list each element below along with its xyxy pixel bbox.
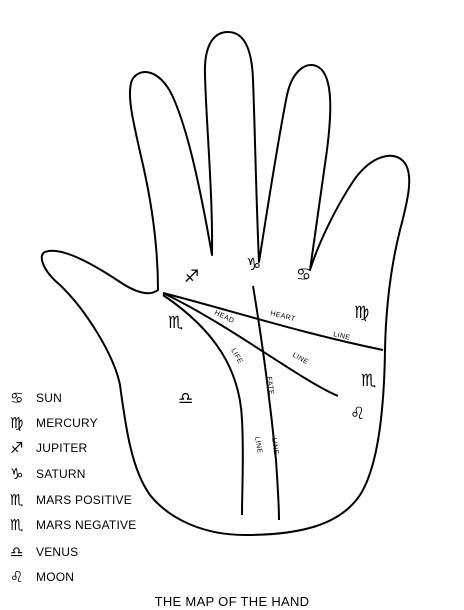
legend-item-mercury: ♍ MERCURY bbox=[10, 413, 98, 433]
legend-label: MARS NEGATIVE bbox=[36, 518, 137, 532]
fate-label: FATE bbox=[265, 376, 275, 395]
legend-label: VENUS bbox=[36, 545, 79, 559]
mars-negative-icon: ♏ bbox=[10, 515, 24, 534]
saturn-icon: ♑ bbox=[10, 464, 24, 483]
heart-line bbox=[162, 292, 384, 351]
legend-item-venus: ♎ VENUS bbox=[10, 542, 78, 562]
jupiter-icon: ♐ bbox=[184, 267, 199, 287]
life-line-label: LINE bbox=[253, 436, 263, 454]
mercury-icon: ♍ bbox=[354, 303, 369, 323]
legend-label: MERCURY bbox=[36, 416, 98, 430]
legend-item-saturn: ♑ SATURN bbox=[10, 464, 86, 484]
legend-item-sun: ♋ SUN bbox=[10, 388, 62, 408]
mars-positive-icon: ♏ bbox=[10, 490, 24, 509]
jupiter-icon: ♐ bbox=[10, 438, 24, 457]
mars-positive-icon: ♏ bbox=[168, 313, 183, 333]
sun-icon: ♋ bbox=[296, 265, 311, 285]
hand-outline bbox=[40, 31, 411, 536]
heart-line-label: LINE bbox=[333, 331, 351, 342]
mercury-icon: ♍ bbox=[10, 413, 24, 432]
saturn-icon: ♑ bbox=[246, 255, 261, 275]
legend-label: SATURN bbox=[36, 467, 86, 481]
life-line bbox=[162, 294, 244, 516]
legend-item-mars-positive: ♏ MARS POSITIVE bbox=[10, 490, 132, 510]
fate-line-label: LINE bbox=[270, 437, 279, 455]
mars-negative-icon: ♏ bbox=[361, 371, 376, 391]
venus-icon: ♎ bbox=[178, 389, 193, 409]
legend-item-jupiter: ♐ JUPITER bbox=[10, 438, 87, 458]
legend-label: SUN bbox=[36, 391, 62, 405]
head-line bbox=[162, 292, 339, 397]
venus-icon: ♎ bbox=[10, 542, 24, 561]
legend-label: MARS POSITIVE bbox=[36, 493, 132, 507]
diagram-caption: THE MAP OF THE HAND bbox=[154, 594, 310, 609]
legend-label: MOON bbox=[36, 570, 75, 584]
fate-line bbox=[252, 285, 280, 521]
moon-icon: ♌ bbox=[10, 567, 24, 586]
moon-icon: ♌ bbox=[350, 404, 365, 424]
heart-label: HEART bbox=[270, 310, 297, 323]
life-label: LIFE bbox=[229, 348, 243, 366]
legend-item-moon: ♌ MOON bbox=[10, 567, 74, 587]
sun-icon: ♋ bbox=[10, 388, 24, 407]
legend-item-mars-negative: ♏ MARS NEGATIVE bbox=[10, 515, 136, 535]
legend-label: JUPITER bbox=[36, 441, 88, 455]
head-line-label: LINE bbox=[291, 352, 309, 367]
